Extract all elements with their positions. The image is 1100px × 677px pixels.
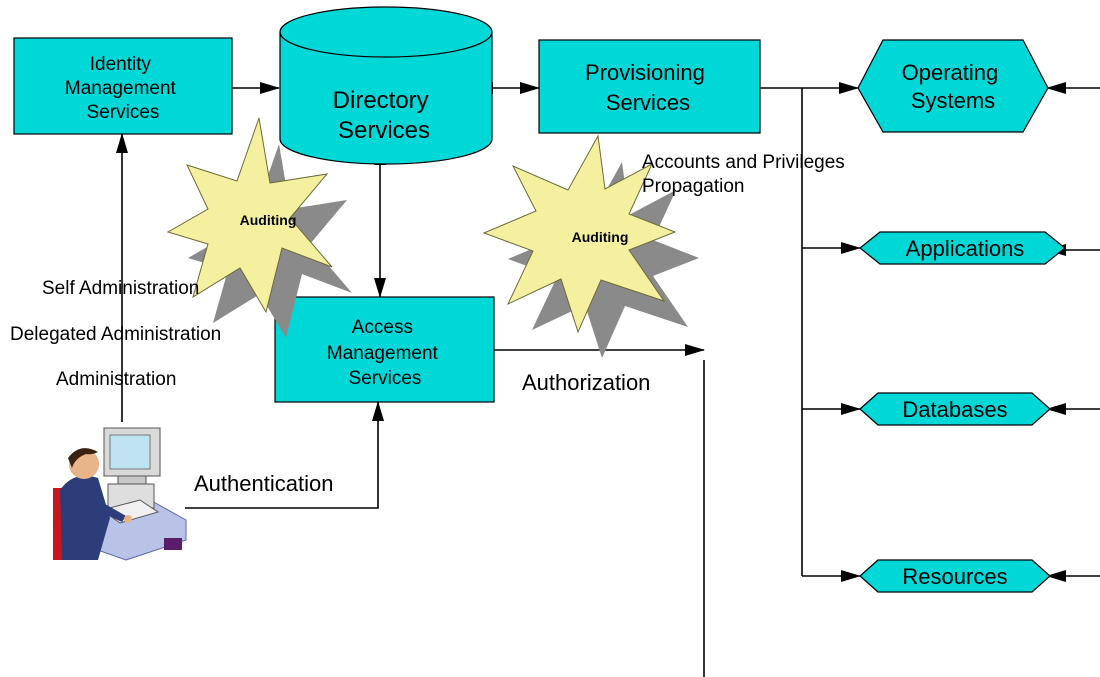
- user-at-computer-icon: [53, 427, 187, 561]
- os-line-1: Operating: [902, 60, 999, 85]
- provisioning-line-2: Services: [606, 90, 690, 115]
- os-line-2: Systems: [911, 88, 995, 113]
- operating-systems-node: Operating Systems: [857, 39, 1049, 133]
- directory-line-1: Directory: [333, 87, 429, 114]
- access-line-2: Management: [327, 343, 439, 364]
- auditing-starburst-right: Auditing: [482, 134, 699, 358]
- authorization-label: Authorization: [522, 370, 650, 395]
- directory-line-2: Services: [338, 117, 430, 144]
- auditing-left-label: Auditing: [240, 212, 297, 228]
- delegated-administration-label: Delegated Administration: [10, 324, 221, 345]
- auditing-right-label: Auditing: [572, 229, 629, 245]
- databases-label: Databases: [902, 397, 1007, 422]
- identity-management-node: Identity Management Services: [13, 37, 233, 135]
- connectors: [116, 82, 1100, 677]
- directory-services-node: Directory Services: [279, 6, 493, 165]
- applications-node: Applications: [859, 231, 1066, 265]
- self-administration-label: Self Administration: [42, 278, 199, 299]
- svg-text:Directory Services: Directory Services: [333, 87, 436, 144]
- svg-text:Operating Systems: Operating Systems: [902, 60, 1005, 113]
- administration-label: Administration: [56, 369, 176, 390]
- svg-text:Provisioning Services: Provisioning Services: [585, 60, 711, 115]
- access-management-node: Access Management Services: [274, 296, 495, 403]
- svg-text:Access Management: Access Management Services: [327, 317, 443, 389]
- authentication-label: Authentication: [194, 471, 333, 496]
- databases-node: Databases: [859, 392, 1051, 426]
- authentication-arrow: [185, 401, 384, 509]
- resources-label: Resources: [902, 564, 1007, 589]
- resources-node: Resources: [859, 559, 1051, 593]
- identity-line-1: Identity: [90, 54, 152, 75]
- provisioning-services-node: Provisioning Services: [538, 39, 761, 134]
- identity-line-2: Management: [65, 78, 177, 99]
- svg-text:Identity Management: Identity Management Services: [65, 54, 181, 123]
- applications-label: Applications: [906, 236, 1025, 261]
- identity-line-3: Services: [87, 102, 160, 123]
- auditing-starburst-left: Auditing: [166, 117, 352, 338]
- access-line-3: Services: [349, 368, 422, 389]
- access-line-1: Access: [352, 317, 413, 338]
- accounts-privileges-label: Accounts and Privileges Propagation: [642, 152, 850, 197]
- accounts-line-2: Propagation: [642, 176, 744, 197]
- provisioning-line-1: Provisioning: [585, 60, 705, 85]
- accounts-line-1: Accounts and Privileges: [642, 152, 845, 173]
